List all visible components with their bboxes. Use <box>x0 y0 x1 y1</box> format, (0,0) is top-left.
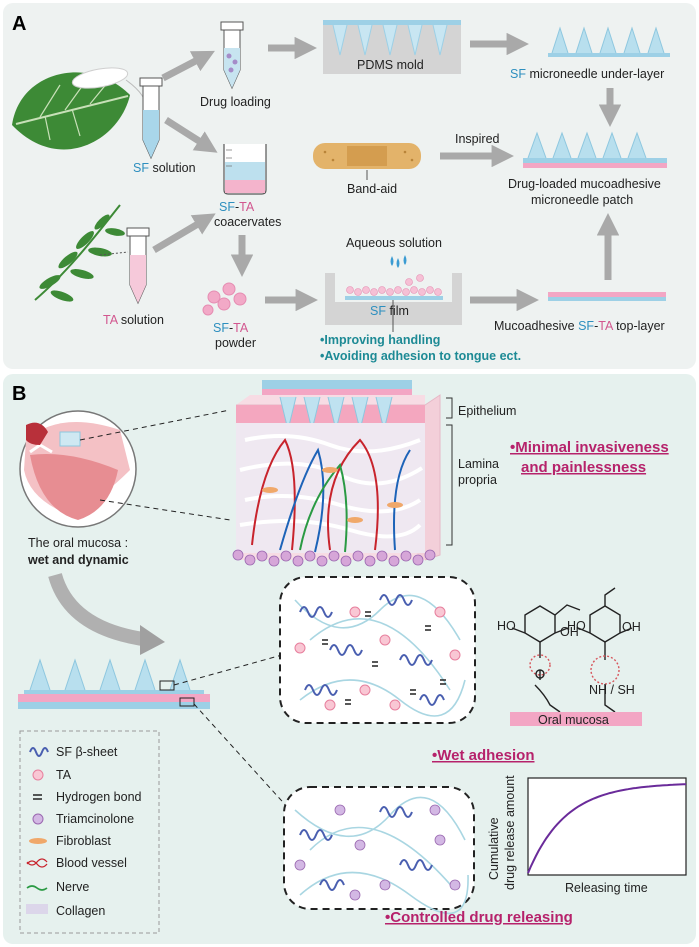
legend-label-0: SF β-sheet <box>56 745 118 759</box>
sf-beta-sheet-icon <box>29 747 49 757</box>
release-chart <box>527 777 687 876</box>
oral-mucosa-bar <box>510 712 642 726</box>
sf-solution-tube-icon <box>139 77 163 160</box>
chart-ylabel-line2: drug release amount <box>503 775 517 890</box>
microneedle-under-layer-icon <box>548 26 670 57</box>
fibroblast-icon <box>29 838 47 844</box>
amine-thiol-structure-icon <box>577 587 633 713</box>
chart-ylabel-line1: Cumulative <box>487 817 501 880</box>
wet-adhesion-label: •Wet adhesion <box>432 747 535 764</box>
tissue-block-icon <box>232 380 441 567</box>
top-layer-icon <box>548 292 666 301</box>
water-drops-icon <box>390 255 407 268</box>
coacervate-beaker-icon <box>223 144 267 195</box>
ta-solution-tube-icon <box>126 227 150 305</box>
adhesion-network-box <box>279 576 476 724</box>
sf-solution-label: SF solution <box>133 161 196 175</box>
down-arrow-icon <box>48 572 151 647</box>
release-chart-frame <box>527 777 687 876</box>
minimal-invasiveness-label-line2: and painlessness <box>521 459 646 476</box>
legend-label-5: Blood vessel <box>56 856 127 870</box>
aqueous-solution-label: Aqueous solution <box>346 236 442 250</box>
ho-label-2b: HO <box>567 619 586 633</box>
legend-box <box>19 730 160 934</box>
under-layer-label: SF microneedle under-layer <box>510 67 664 81</box>
drug-loading-tube-icon <box>220 21 244 90</box>
film-mold-icon <box>325 273 462 332</box>
powder-label-line2: powder <box>215 336 256 350</box>
lamina-label-line2: propria <box>458 473 497 487</box>
minimal-invasiveness-label-line1: •Minimal invasiveness <box>510 439 669 456</box>
band-aid-icon <box>313 143 421 180</box>
collagen-icon <box>26 904 48 914</box>
controlled-release-label: •Controlled drug releasing <box>385 909 573 926</box>
oral-cavity-icon <box>19 410 137 528</box>
sf-ta-powder-icon <box>202 282 247 316</box>
legend-label-1: TA <box>56 768 72 782</box>
bullet-improving-handling: •Improving handling <box>320 333 440 347</box>
layer-brackets <box>446 397 453 546</box>
down-arrow-head-icon <box>140 625 165 655</box>
ho-label-1: HO <box>497 619 516 633</box>
panel-a-label: A <box>12 13 26 35</box>
powder-label: SF-TA <box>213 321 249 335</box>
top-layer-label: Mucoadhesive SF-TA top-layer <box>494 319 665 333</box>
pdms-mold-icon <box>323 20 461 74</box>
patch-label-line1: Drug-loaded mucoadhesive <box>508 177 661 191</box>
lamina-label-line1: Lamina <box>458 457 499 471</box>
patch-label-line2: microneedle patch <box>531 193 633 207</box>
release-network-box <box>283 786 475 914</box>
triamcinolone-icon <box>32 813 44 825</box>
chart-xlabel: Releasing time <box>565 881 648 895</box>
panel-a-background <box>3 3 696 369</box>
oh-label-1: OH <box>560 625 579 639</box>
ta-solution-label: TA solution <box>103 313 164 327</box>
blood-vessel-icon <box>26 858 48 868</box>
panel-b-label: B <box>12 383 26 405</box>
legend-label-2: Hydrogen bond <box>56 790 142 804</box>
panel-a-arrows <box>152 32 622 312</box>
coacervates-label: SF-TA <box>219 200 255 214</box>
drug-loaded-patch-icon <box>523 131 667 168</box>
patch-on-mucosa-icon <box>18 658 210 709</box>
release-curve <box>527 783 687 874</box>
zoom-lines-mucosa <box>79 409 231 521</box>
nh-sh-label: NH / SH <box>589 683 635 697</box>
ta-icon <box>32 769 44 781</box>
sf-film-label: SF film <box>370 304 409 318</box>
bullet-avoiding-adhesion: •Avoiding adhesion to tongue ect. <box>320 349 521 363</box>
nerve-icon <box>26 885 48 891</box>
oral-mucosa-label-line1: The oral mucosa : <box>28 536 128 550</box>
oral-mucosa-label-line2: wet and dynamic <box>27 553 129 567</box>
mulberry-leaf-icon <box>12 67 147 150</box>
fern-leaf-icon <box>34 204 129 302</box>
zoom-lines-patch <box>173 654 291 811</box>
legend-label-6: Nerve <box>56 880 89 894</box>
coacervates-label-line2: coacervates <box>214 215 281 229</box>
hydrogen-bond-icon <box>33 794 42 800</box>
epithelium-label: Epithelium <box>458 404 516 418</box>
oh-label-2: OH <box>622 620 641 634</box>
oral-mucosa-substrate-label: Oral mucosa <box>538 713 609 727</box>
band-aid-label: Band-aid <box>347 182 397 196</box>
inspired-label: Inspired <box>455 132 500 146</box>
pdms-mold-label: PDMS mold <box>357 58 424 72</box>
drug-loading-label: Drug loading <box>200 95 271 109</box>
legend-label-3: Triamcinolone <box>56 812 134 826</box>
catechol-structure-icon <box>511 604 581 713</box>
legend-label-4: Fibroblast <box>56 834 111 848</box>
legend-label-7: Collagen <box>56 904 105 918</box>
